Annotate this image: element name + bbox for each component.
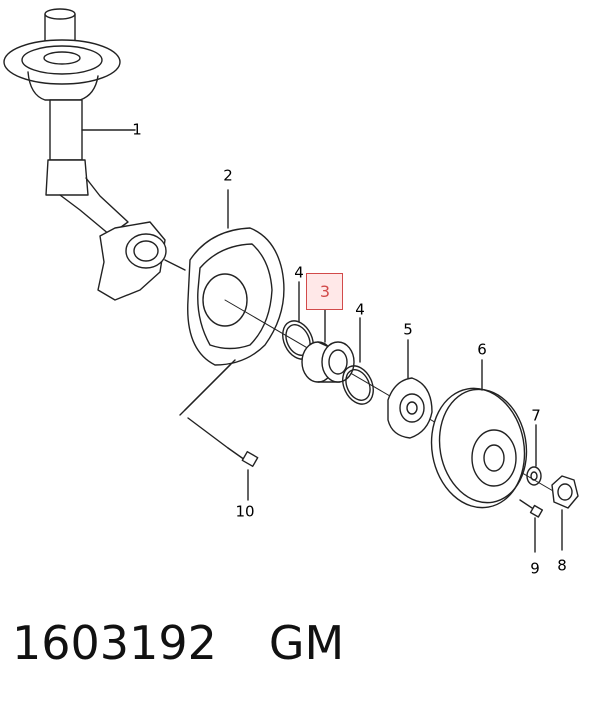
strut-assembly (3, 8, 186, 301)
hub-nut (551, 475, 579, 551)
wheel-hub (387, 339, 433, 439)
brand-label: GM (268, 616, 345, 670)
callout-3: 3 (319, 282, 331, 301)
callout-7: 7 (531, 406, 541, 425)
callout-9: 9 (530, 559, 540, 578)
backing-plate (179, 189, 285, 449)
callout-2: 2 (223, 166, 233, 185)
callout-5: 5 (403, 320, 413, 339)
callout-4-right: 4 (355, 300, 365, 319)
callout-4-left: 4 (294, 263, 304, 282)
plate-bolt (227, 447, 259, 501)
callout-1: 1 (132, 120, 142, 139)
callout-6: 6 (477, 340, 487, 359)
highlight-box (306, 273, 343, 310)
part-number: 1603192 (12, 616, 217, 670)
washer (526, 424, 542, 486)
snap-ring-right (342, 317, 374, 405)
brake-disc (430, 359, 528, 509)
wheel-bearing (301, 309, 355, 383)
part-footer: 1603192 GM (12, 616, 344, 670)
exploded-parts-diagram (3, 8, 579, 553)
callout-10: 10 (235, 502, 255, 521)
callout-8: 8 (557, 556, 567, 575)
disc-screw (519, 499, 544, 553)
